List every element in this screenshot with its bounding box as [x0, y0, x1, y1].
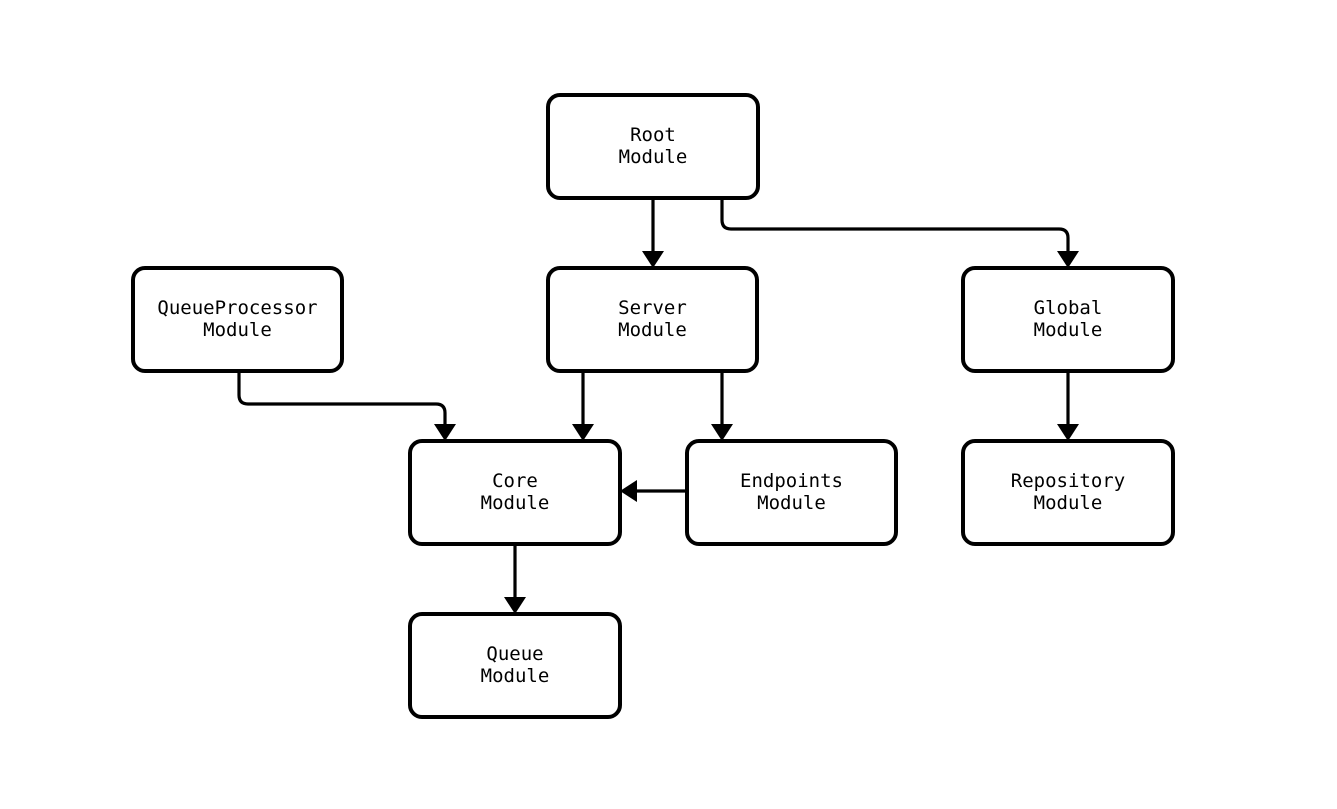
node-label-line2: Module	[757, 492, 826, 514]
arrowhead-icon	[434, 424, 456, 441]
node-label-line1: Global	[1034, 297, 1103, 319]
node-label-line2: Module	[619, 146, 688, 168]
arrowhead-icon	[620, 480, 637, 502]
node-box[interactable]	[961, 266, 1175, 373]
arrowhead-icon	[504, 597, 526, 614]
edge-line	[720, 198, 1070, 251]
edge-endpoints-core	[620, 480, 687, 502]
arrowhead-icon	[1057, 424, 1079, 441]
edge-layer	[237, 198, 1079, 614]
node-label-line1: QueueProcessor	[157, 297, 317, 319]
edge-root-server	[642, 198, 664, 268]
node-label-line2: Module	[481, 492, 550, 514]
edge-global-repository	[1057, 371, 1079, 441]
edge-queueprocessor-core	[237, 371, 456, 441]
arrowhead-icon	[1057, 251, 1079, 268]
node-label-line1: Endpoints	[740, 470, 843, 492]
node-label-line1: Server	[618, 297, 687, 319]
node-label-line1: Queue	[486, 643, 543, 665]
node-box[interactable]	[961, 439, 1175, 546]
node-layer: RootModuleQueueProcessorModuleServerModu…	[131, 93, 1175, 719]
arrowhead-icon	[711, 424, 733, 441]
node-box[interactable]	[546, 266, 759, 373]
node-box[interactable]	[685, 439, 898, 546]
arrowhead-icon	[642, 251, 664, 268]
node-label-line1: Core	[492, 470, 538, 492]
node-label-line2: Module	[1034, 319, 1103, 341]
arrowhead-icon	[572, 424, 594, 441]
node-box[interactable]	[131, 266, 344, 373]
node-label-line1: Repository	[1011, 470, 1125, 492]
node-label-line2: Module	[481, 665, 550, 687]
node-box[interactable]	[546, 93, 760, 200]
edge-root-global	[720, 198, 1079, 268]
node-label-line2: Module	[618, 319, 687, 341]
edge-core-queue	[504, 544, 526, 614]
node-box[interactable]	[408, 612, 622, 719]
edge-line	[237, 371, 447, 424]
edge-server-endpoints	[711, 371, 733, 441]
node-label-line2: Module	[203, 319, 272, 341]
node-label-line2: Module	[1034, 492, 1103, 514]
edge-server-core	[572, 371, 594, 441]
node-box[interactable]	[408, 439, 622, 546]
node-label-line1: Root	[630, 124, 676, 146]
